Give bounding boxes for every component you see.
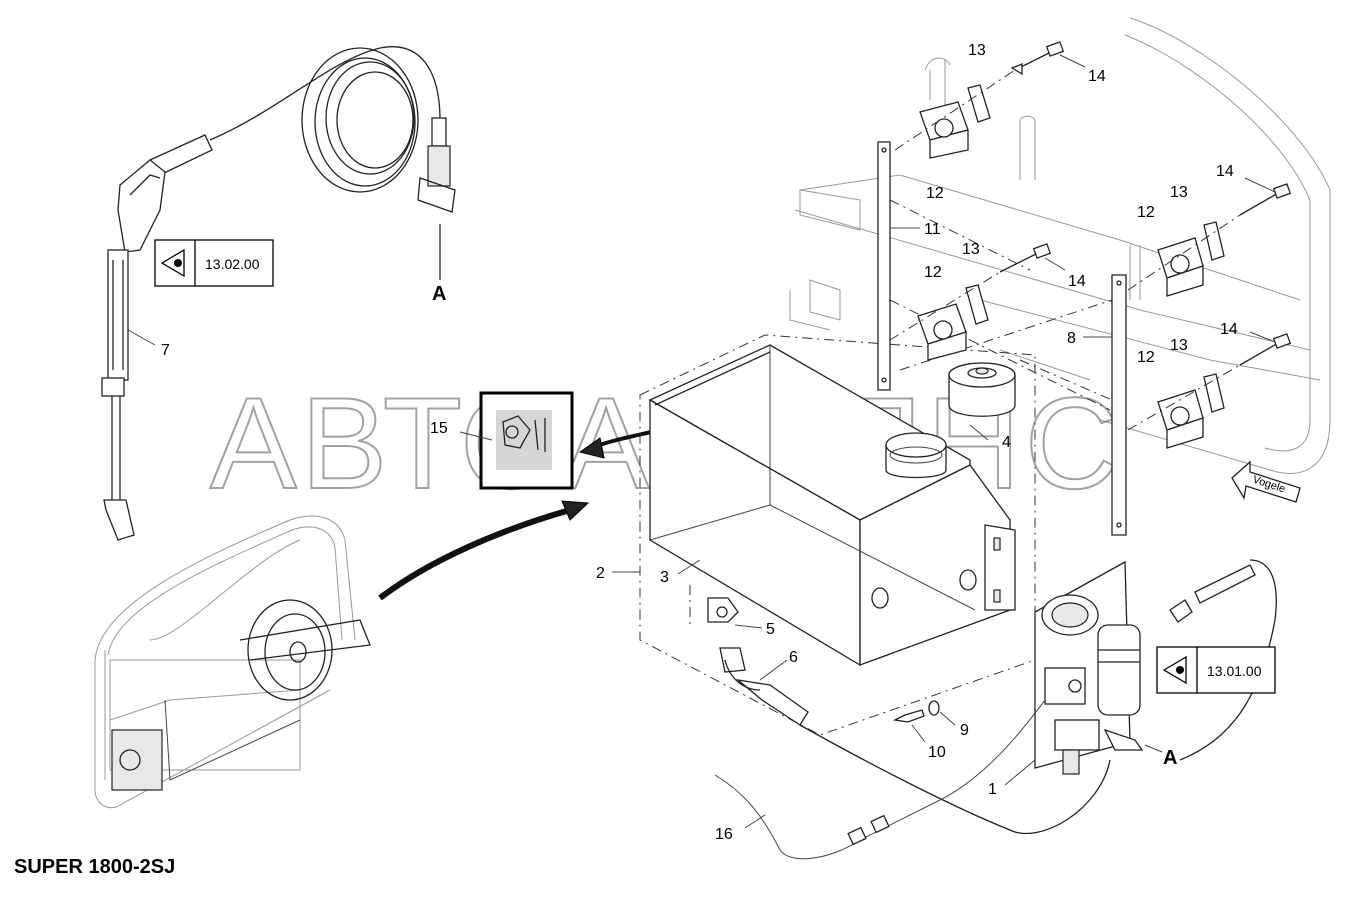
callout-8: 8 (1067, 330, 1076, 347)
eye-icon-pupil (174, 259, 182, 267)
eye-icon (160, 248, 185, 278)
cleaner-arrowhead (578, 437, 605, 459)
fitting-and-hose (689, 585, 809, 726)
callout-14: 14 (1068, 273, 1086, 290)
reference-box-2: 13.01.00 (1156, 646, 1276, 694)
pump-unit (1034, 560, 1256, 775)
clamp-group-1 (894, 41, 1065, 159)
clamp-group-2 (889, 243, 1052, 361)
cables (714, 559, 1277, 860)
callout-15: 15 (430, 420, 448, 437)
callout-5: 5 (766, 621, 775, 638)
leader-lines (127, 54, 1276, 829)
callout-13: 13 (968, 42, 986, 59)
model-title: SUPER 1800-2SJ (14, 856, 176, 878)
callout-3: 3 (660, 569, 669, 586)
tank-cap (885, 362, 1016, 479)
eye-icon (1162, 655, 1187, 685)
vogele-arrow: Vogele (1231, 460, 1301, 503)
reference-13-01-00: 13.01.00 (1207, 663, 1262, 679)
pressure-washer-assembly (94, 515, 371, 809)
callout-14: 14 (1216, 163, 1234, 180)
callout-10: 10 (928, 744, 946, 761)
callout-12: 12 (924, 264, 942, 281)
callout-12: 12 (1137, 349, 1155, 366)
cleaner-symbol-box (479, 391, 574, 490)
assembly-arrowhead (561, 500, 590, 521)
callout-12: 12 (1137, 204, 1155, 221)
machine-frame (789, 17, 1331, 474)
callout-14: 14 (1088, 68, 1106, 85)
clamp-group-3 (1127, 183, 1292, 297)
connection-label-a: A (432, 283, 446, 305)
clamp-group-4 (1127, 333, 1292, 449)
connection-label-a: A (1163, 747, 1177, 769)
callout-7: 7 (161, 342, 170, 359)
reference-13-02-00: 13.02.00 (205, 256, 260, 272)
callout-16: 16 (715, 826, 733, 843)
callout-12: 12 (926, 185, 944, 202)
spray-lance (101, 46, 456, 541)
water-tank (639, 334, 1036, 736)
callout-11: 11 (924, 221, 941, 238)
callout-1: 1 (988, 781, 997, 798)
callouts: 7 15 2 3 4 5 6 8 11 9 10 1 16 12 13 14 1… (161, 42, 1238, 843)
callout-14: 14 (1220, 321, 1238, 338)
tank-straps (877, 141, 1127, 536)
callout-13: 13 (1170, 184, 1188, 201)
bolt-and-washer (892, 700, 940, 723)
callout-4: 4 (1002, 434, 1011, 451)
callout-2: 2 (596, 565, 605, 582)
callout-13: 13 (962, 241, 980, 258)
assembly-arrow (378, 507, 571, 601)
reference-box-1: 13.02.00 (154, 239, 274, 287)
eye-icon-pupil (1176, 666, 1184, 674)
callout-13: 13 (1170, 337, 1188, 354)
callout-6: 6 (789, 649, 798, 666)
callout-9: 9 (960, 722, 969, 739)
